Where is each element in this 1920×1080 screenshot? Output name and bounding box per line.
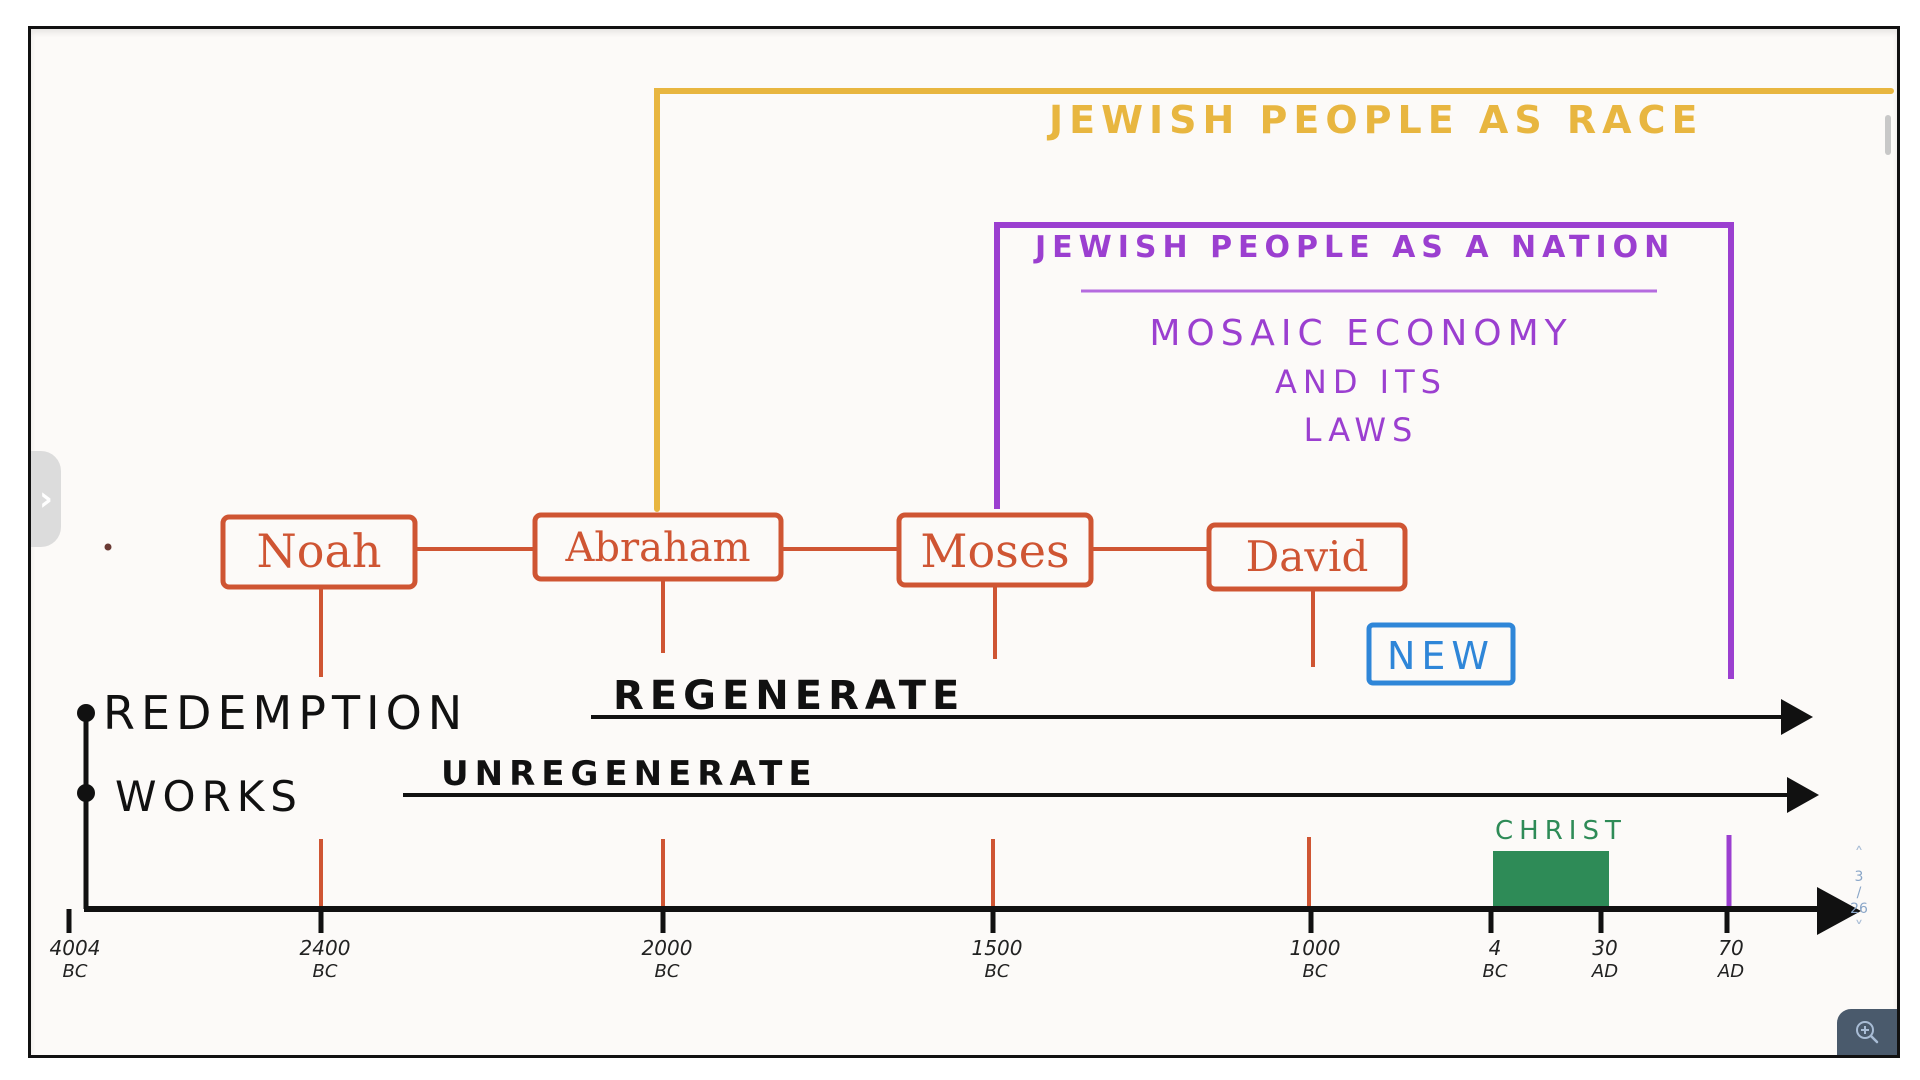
- nation-body-line-3: LAWS: [1304, 411, 1419, 449]
- person-box-moses: Moses: [896, 512, 1094, 659]
- christ-period-block: [1493, 851, 1609, 909]
- works-arrowhead: [1787, 777, 1819, 813]
- axis-tick-value: 2400: [300, 936, 351, 960]
- nation-body-line-1: MOSAIC ECONOMY: [1149, 313, 1572, 354]
- axis-tick-value: 30: [1592, 936, 1617, 960]
- zoom-button[interactable]: [1837, 1009, 1897, 1055]
- axis-tick-era: BC: [313, 961, 338, 982]
- axis-tick-era: BC: [63, 961, 88, 982]
- track-node: [77, 784, 95, 802]
- chevron-right-icon: ›: [38, 479, 53, 519]
- new-label: NEW: [1387, 634, 1495, 678]
- axis-tick-era: AD: [1717, 961, 1744, 982]
- scrollbar-thumb[interactable]: [1885, 115, 1891, 155]
- time-axis-arrowhead: [1817, 887, 1861, 935]
- axis-tick-era: AD: [1591, 961, 1618, 982]
- redemption-arrowhead: [1781, 699, 1813, 735]
- christ-label: CHRIST: [1495, 816, 1627, 846]
- new-badge: NEW: [1366, 622, 1516, 686]
- axis-tick-era: BC: [1303, 961, 1328, 982]
- page-current: 3: [1854, 869, 1864, 885]
- page-indicator: ˄ 3 / 26 ˅: [1839, 844, 1879, 939]
- zoom-in-icon: [1856, 1021, 1879, 1044]
- race-bracket: [654, 88, 1894, 512]
- track-sublabel-regenerate: REGENERATE: [613, 673, 965, 719]
- person-name: Abraham: [565, 525, 751, 571]
- chevron-down-icon[interactable]: ˅: [1854, 918, 1864, 939]
- side-panel-toggle[interactable]: ›: [31, 451, 61, 547]
- nation-box: [994, 222, 1734, 679]
- axis-tick-value: 1000: [1290, 936, 1341, 960]
- nation-body-line-2: AND ITS: [1275, 363, 1447, 401]
- person-name: Noah: [257, 524, 382, 578]
- track-node: [77, 704, 95, 722]
- person-box-david: David: [1206, 522, 1408, 667]
- axis-tick-era: BC: [1483, 961, 1508, 982]
- page-total: 26: [1850, 901, 1868, 917]
- axis-tick-value: 4: [1489, 936, 1502, 960]
- stray-dot: [104, 543, 112, 551]
- page-separator: /: [1856, 885, 1862, 901]
- person-name: David: [1246, 532, 1369, 581]
- timeline-diagram: JEWISH PEOPLE AS RACE JEWISH PEOPLE AS A…: [50, 88, 1894, 982]
- whiteboard-canvas: JEWISH PEOPLE AS RACE JEWISH PEOPLE AS A…: [28, 26, 1900, 1058]
- axis-ticks: 4004BC2400BC2000BC1500BC1000BC4BC30AD70A…: [50, 909, 1744, 982]
- axis-tick-value: 4004: [50, 936, 101, 960]
- race-label: JEWISH PEOPLE AS RACE: [1046, 98, 1703, 142]
- person-name: Moses: [920, 524, 1069, 578]
- axis-tick-value: 2000: [642, 936, 693, 960]
- track-label-redemption: REDEMPTION: [103, 686, 468, 740]
- track-label-works: WORKS: [115, 772, 303, 821]
- track-sublabel-unregenerate: UNREGENERATE: [441, 754, 818, 794]
- axis-tick-era: BC: [985, 961, 1010, 982]
- axis-tick-value: 70: [1718, 936, 1743, 960]
- chevron-up-icon[interactable]: ˄: [1854, 844, 1864, 865]
- axis-tick-era: BC: [655, 961, 680, 982]
- person-box-noah: Noah: [220, 514, 418, 677]
- person-box-abraham: Abraham: [532, 512, 784, 653]
- nation-title: JEWISH PEOPLE AS A NATION: [1033, 230, 1675, 265]
- axis-tick-value: 1500: [972, 936, 1023, 960]
